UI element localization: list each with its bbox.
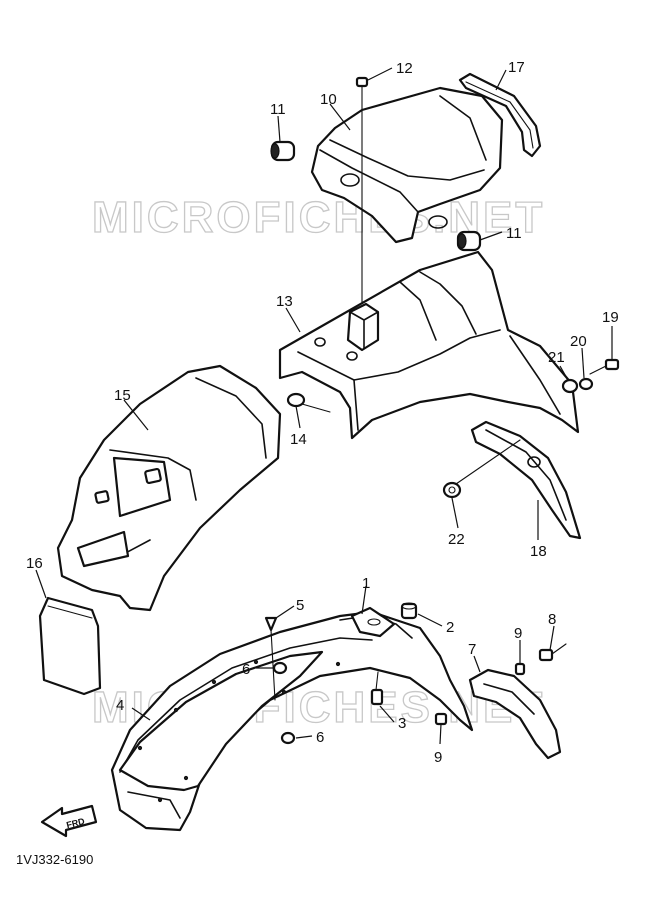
- part-9-nut-lower: [434, 712, 448, 726]
- callout-18: 18: [530, 543, 547, 560]
- callout-15: 15: [114, 387, 131, 404]
- part-6-grommet-upper: [272, 661, 288, 675]
- part-16-mud-flap: [38, 596, 102, 696]
- callout-labels: 12 17 10 11 11 13 14 15 16 19 20 21 22 1…: [26, 59, 619, 766]
- callout-4: 4: [116, 697, 124, 714]
- part-14-screw: [286, 392, 331, 413]
- part-9-nut-upper: [514, 662, 526, 676]
- callout-1: 1: [362, 575, 370, 592]
- callout-22: 22: [448, 531, 465, 548]
- callout-11-right: 11: [506, 225, 522, 242]
- callout-5: 5: [296, 597, 304, 614]
- leader-lines: [35, 67, 613, 745]
- part-10-seat-cowl: [310, 86, 504, 244]
- callout-14: 14: [290, 431, 307, 448]
- callout-19: 19: [602, 309, 619, 326]
- part-21-collar: [561, 378, 579, 394]
- callout-9-lower: 9: [434, 749, 442, 766]
- part-8-bolt: [538, 643, 567, 662]
- callout-2: 2: [446, 619, 454, 636]
- callout-10: 10: [320, 91, 337, 108]
- part-15-inner-fender: [56, 364, 282, 612]
- part-3-bolt: [370, 671, 384, 706]
- callout-12: 12: [396, 60, 413, 77]
- callout-7: 7: [468, 641, 476, 658]
- callout-6-upper: 6: [242, 661, 250, 678]
- callout-8: 8: [548, 611, 556, 628]
- callout-17: 17: [508, 59, 525, 76]
- part-7-bracket: [468, 668, 562, 760]
- part-19-bolt: [589, 358, 620, 375]
- callout-13: 13: [276, 293, 293, 310]
- callout-20: 20: [570, 333, 587, 350]
- part-5-screw: [264, 616, 278, 701]
- part-12-bolt: [355, 76, 369, 313]
- part-6-grommet-lower: [280, 731, 296, 745]
- part-4-rear-fender: [110, 606, 474, 832]
- part-22-nut: [442, 439, 521, 499]
- callout-21: 21: [548, 349, 565, 366]
- part-13-rear-bracket: [278, 250, 580, 440]
- part-20-washer: [578, 377, 594, 391]
- callout-6-lower: 6: [316, 729, 324, 746]
- callout-9-upper: 9: [514, 625, 522, 642]
- diagram-code: 1VJ332-6190: [16, 852, 93, 867]
- part-11-damper-right: [456, 230, 482, 252]
- part-11-damper-left: [270, 140, 296, 162]
- part-18-rear-flap: [470, 420, 582, 540]
- front-direction-arrow: FRD: [40, 804, 98, 838]
- callout-11-left: 11: [270, 101, 286, 118]
- callout-16: 16: [26, 555, 43, 572]
- frd-label: FRD: [65, 816, 86, 830]
- part-17-seat-seal: [458, 72, 542, 158]
- part-2-cap: [400, 602, 418, 620]
- callout-3: 3: [398, 715, 406, 732]
